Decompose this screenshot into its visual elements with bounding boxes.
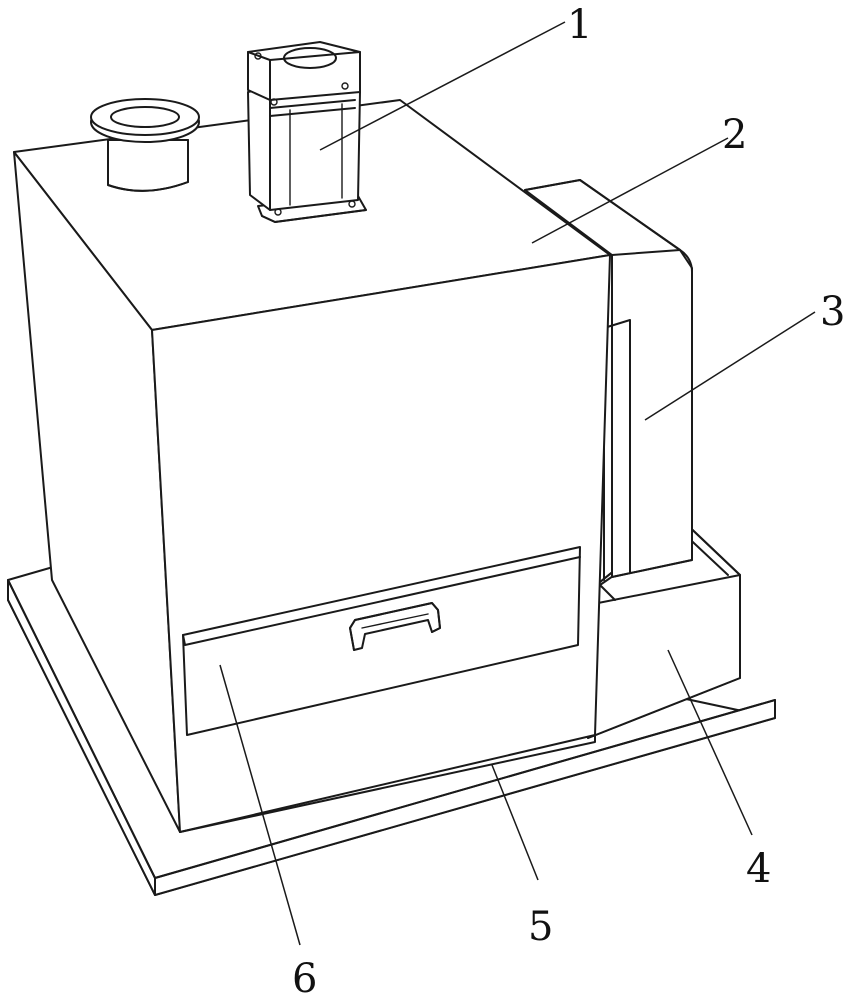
leader-5 bbox=[491, 764, 539, 881]
leader-6 bbox=[219, 664, 301, 946]
leader-1 bbox=[319, 21, 566, 151]
callout-6: 6 bbox=[292, 956, 317, 1000]
drawer-handle bbox=[349, 602, 441, 651]
callout-2: 2 bbox=[722, 112, 747, 158]
callout-labels: 1 2 3 4 5 6 bbox=[292, 2, 845, 1000]
leader-4 bbox=[667, 649, 753, 836]
discharge-duct bbox=[524, 179, 693, 581]
callout-4: 4 bbox=[746, 846, 771, 892]
callout-3: 3 bbox=[820, 289, 845, 335]
callout-1: 1 bbox=[567, 2, 592, 48]
feed-inlet-pipe bbox=[90, 98, 200, 192]
leader-3 bbox=[644, 311, 816, 421]
drawer bbox=[182, 546, 581, 736]
callout-5: 5 bbox=[528, 904, 553, 950]
leader-2 bbox=[531, 137, 729, 244]
leader-lines bbox=[219, 21, 816, 946]
motor bbox=[247, 41, 367, 223]
